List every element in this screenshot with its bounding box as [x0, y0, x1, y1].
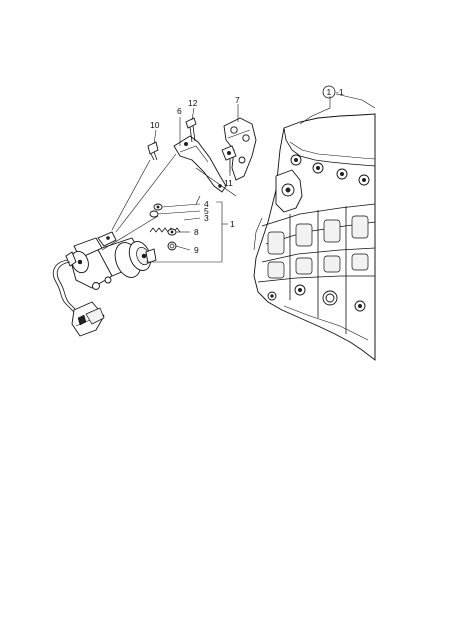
connector: [71, 301, 105, 337]
callout-6: 6: [177, 106, 182, 116]
callout-1-1: 1 -1: [322, 85, 344, 99]
part-4-nut: [153, 203, 163, 211]
bolt-10: [147, 141, 159, 161]
bracket-7: [223, 117, 257, 181]
part-8-collar: [167, 228, 177, 236]
wire-harness: [52, 259, 78, 313]
callout-5: 5: [204, 206, 209, 216]
callout-8: 8: [194, 227, 199, 237]
leader-lines: [101, 93, 376, 263]
engine-block: [253, 113, 376, 361]
callout-1-1-suffix: -1: [336, 87, 344, 97]
part-5-washer: [149, 210, 159, 218]
callout-1: 1: [230, 219, 235, 229]
stay-plate-6: [173, 135, 227, 193]
callout-4: 4: [204, 199, 209, 209]
bolt-11: [221, 145, 237, 172]
bolt-12: [185, 117, 197, 143]
part-9-gear: [167, 241, 177, 251]
callout-9: 9: [194, 245, 199, 255]
callout-10: 10: [150, 120, 160, 130]
callout-7: 7: [235, 95, 240, 105]
callout-1-1-number: 1: [327, 87, 332, 97]
starter-motor: [65, 231, 157, 290]
callout-11: 11: [224, 178, 233, 188]
callout-12: 12: [188, 98, 198, 108]
callout-3: 3: [204, 213, 209, 223]
